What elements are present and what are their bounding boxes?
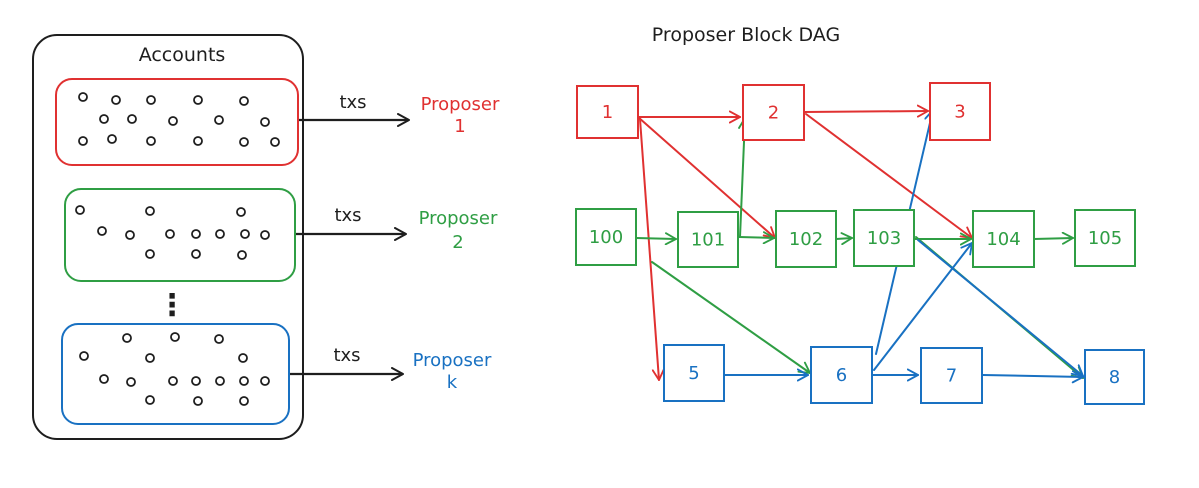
tx-flow-2: txs Proposer 2 — [296, 205, 498, 253]
block-5-box — [663, 344, 725, 402]
block-104: 104 — [972, 210, 1035, 268]
block-104-label: 104 — [986, 229, 1020, 250]
account-group-2-dots — [75, 205, 270, 260]
block-105-box — [1074, 209, 1136, 267]
account-group-k — [61, 323, 290, 425]
block-101-box — [677, 211, 739, 268]
accounts-panel: Accounts ⋮ — [32, 34, 500, 440]
tx-flow-1: txs Proposer 1 — [299, 92, 500, 137]
proposer-1-number: 1 — [454, 116, 465, 137]
edge-104-to-105 — [1033, 231, 1074, 245]
proposer-k-number: k — [447, 372, 458, 393]
account-group-1-dots — [78, 92, 280, 147]
block-1-box — [576, 85, 639, 139]
tx-label-1: txs — [339, 92, 366, 113]
block-3-label: 3 — [954, 102, 965, 123]
account-group-1-box — [55, 78, 299, 166]
accounts-title: Accounts — [139, 44, 226, 66]
edge-103-to-8 — [917, 239, 1084, 377]
block-103-box — [853, 209, 915, 267]
edge-101-to-102 — [738, 231, 775, 245]
block-5-label: 5 — [688, 363, 699, 384]
accounts-container — [32, 34, 304, 440]
proposer-2-number: 2 — [452, 232, 463, 253]
proposer-k-label: Proposer — [413, 350, 492, 371]
block-3-box — [929, 82, 991, 141]
tx-label-k: txs — [333, 345, 360, 366]
block-6-label: 6 — [836, 365, 847, 386]
block-101-label: 101 — [691, 230, 725, 251]
block-103: 103 — [853, 209, 915, 267]
block-5: 5 — [663, 344, 725, 402]
account-group-2-box — [64, 188, 296, 282]
block-3: 3 — [929, 82, 991, 141]
block-2-label: 2 — [768, 103, 779, 124]
block-102-box — [775, 210, 837, 268]
block-8-box — [1084, 349, 1145, 405]
edge-100-to-101 — [635, 232, 677, 246]
block-104-box — [972, 210, 1035, 268]
block-6: 6 — [810, 346, 873, 404]
block-2-box — [742, 84, 805, 141]
block-105-label: 105 — [1088, 228, 1122, 249]
edge-1-to-5 — [639, 118, 665, 381]
edge-2-to-104 — [805, 113, 973, 239]
block-8-label: 8 — [1109, 367, 1120, 388]
proposer-2-label: Proposer — [419, 208, 498, 229]
edge-7-to-8 — [982, 370, 1084, 384]
account-group-2 — [64, 188, 296, 282]
block-101: 101 — [677, 211, 739, 268]
block-7: 7 — [920, 347, 983, 404]
block-103-label: 103 — [867, 228, 901, 249]
block-100-box — [575, 208, 637, 266]
account-group-1 — [55, 78, 299, 166]
block-102-label: 102 — [789, 229, 823, 250]
block-8: 8 — [1084, 349, 1145, 405]
block-100: 100 — [575, 208, 637, 266]
block-102: 102 — [775, 210, 837, 268]
edge-100-to-6 — [651, 261, 811, 374]
tx-label-2: txs — [334, 205, 361, 226]
edge-6-to-104 — [873, 242, 973, 371]
block-7-label: 7 — [946, 366, 957, 387]
edge-1-to-102 — [637, 116, 776, 239]
dag-edges — [635, 104, 1084, 384]
groups-ellipsis: ⋮ — [157, 288, 187, 323]
edge-102-to-103 — [835, 232, 853, 246]
account-group-k-box — [61, 323, 290, 425]
block-100-label: 100 — [589, 227, 623, 248]
block-1: 1 — [576, 85, 639, 139]
block-2: 2 — [742, 84, 805, 141]
edge-2-to-3 — [803, 104, 929, 118]
block-105: 105 — [1074, 209, 1136, 267]
dag-title: Proposer Block DAG — [652, 24, 840, 46]
tx-flow-k: txs Proposer k — [290, 345, 492, 393]
account-group-k-dots — [79, 332, 270, 406]
block-6-box — [810, 346, 873, 404]
proposer-1-label: Proposer — [421, 94, 500, 115]
block-7-box — [920, 347, 983, 404]
block-1-label: 1 — [602, 102, 613, 123]
